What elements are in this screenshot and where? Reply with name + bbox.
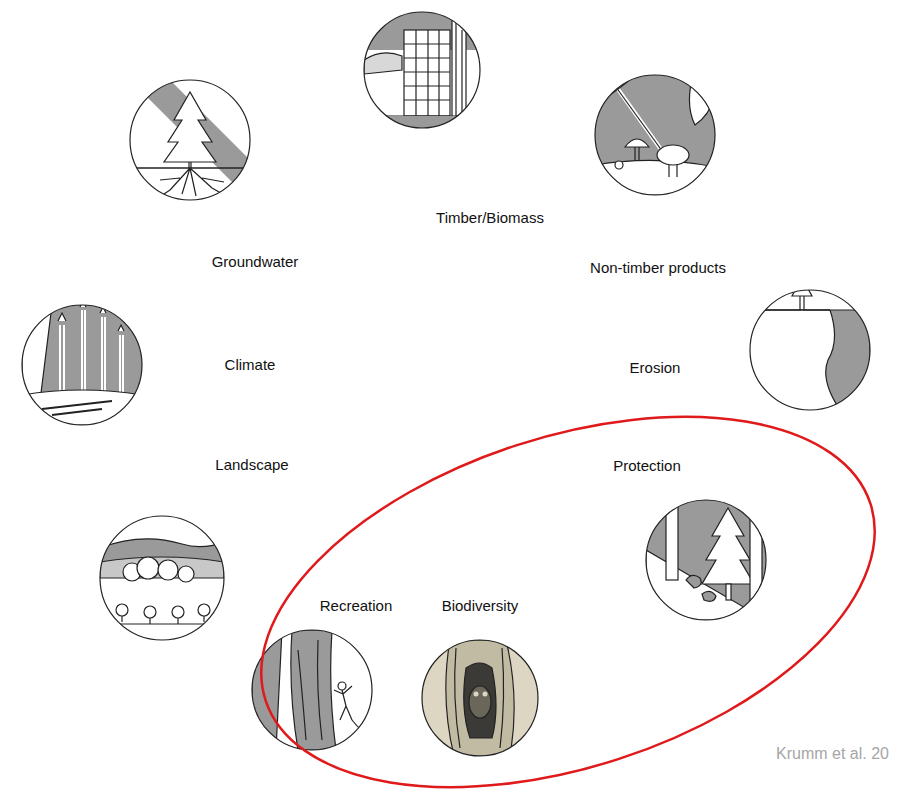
function-label: Climate — [223, 356, 278, 374]
function-circle: Non-timber products — [595, 75, 715, 195]
function-label: Biodiversity — [440, 597, 521, 615]
function-circle: Biodiversity — [422, 640, 538, 756]
function-circle: Landscape — [100, 516, 224, 640]
function-circle: Erosion — [750, 290, 870, 410]
function-circle: Climate — [22, 305, 142, 425]
function-label: Protection — [611, 457, 683, 475]
function-circle: Timber/Biomass — [364, 12, 480, 128]
function-label: Erosion — [628, 359, 683, 377]
function-circle: Recreation — [252, 630, 372, 750]
function-label: Timber/Biomass — [434, 209, 546, 227]
source-citation: Krumm et al. 20 — [776, 744, 889, 764]
function-circle: Groundwater — [130, 80, 250, 200]
function-label: Non-timber products — [588, 259, 728, 277]
function-circle: Protection — [646, 500, 766, 620]
function-label: Recreation — [318, 597, 395, 615]
function-label: Groundwater — [210, 253, 301, 271]
function-label: Landscape — [213, 456, 290, 474]
